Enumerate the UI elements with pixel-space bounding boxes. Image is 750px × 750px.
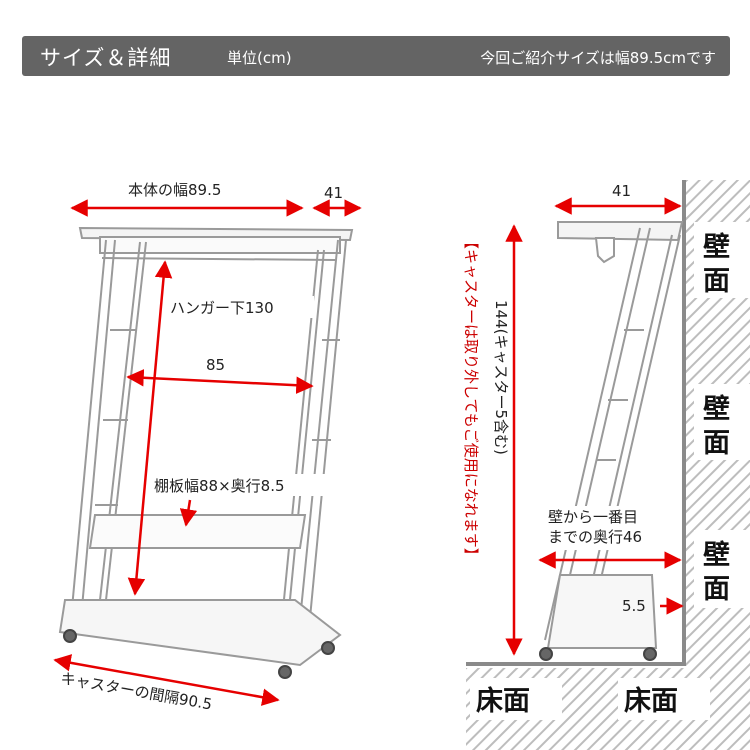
header-note: 今回ご紹介サイズは幅89.5cmです <box>480 49 716 67</box>
side-dimension-arrows <box>505 197 684 656</box>
wall-label-1a: 壁 <box>703 232 730 263</box>
floor-label-2: 床面 <box>624 685 678 717</box>
header-bar: サイズ＆詳細 単位(cm) 今回ご紹介サイズは幅89.5cmです <box>22 36 730 76</box>
side-depth-label: 41 <box>612 182 631 200</box>
front-depth-label: 41 <box>324 184 343 202</box>
wall-floor-edge <box>466 180 686 666</box>
front-rack-drawing <box>58 226 354 679</box>
inner-width-label: 85 <box>206 356 225 374</box>
wall-depth-line2: までの奥行46 <box>548 528 642 546</box>
floor-label-1: 床面 <box>476 685 530 717</box>
header-title: サイズ＆詳細 <box>40 46 172 70</box>
body-width-label: 本体の幅89.5 <box>128 181 221 199</box>
wall-label-1b: 面 <box>703 266 730 297</box>
front-labels: 本体の幅89.5 41 ハンガー下130 85 棚板幅88×奥行8.5 キャスタ… <box>59 178 343 714</box>
shelf-size-label: 棚板幅88×奥行8.5 <box>154 477 285 495</box>
front-dimension-arrows <box>53 199 362 706</box>
wall-label-3a: 壁 <box>703 540 730 571</box>
side-rack-drawing <box>539 221 684 661</box>
side-labels: 41 144(キャスター5含む) 【キャスターは取り外してもご使用になれます】 … <box>462 182 750 720</box>
header-unit: 単位(cm) <box>227 49 292 67</box>
caster-removable-note: 【キャスターは取り外してもご使用になれます】 <box>462 234 480 563</box>
gap-label: 5.5 <box>622 597 646 615</box>
wall-label-2b: 面 <box>703 428 730 459</box>
wall-label-2a: 壁 <box>703 394 730 425</box>
side-height-label: 144(キャスター5含む) <box>492 300 510 455</box>
wall-depth-line1: 壁から一番目 <box>548 508 638 526</box>
hanger-below-label: ハンガー下130 <box>170 299 274 317</box>
wall-label-3b: 面 <box>703 574 730 605</box>
